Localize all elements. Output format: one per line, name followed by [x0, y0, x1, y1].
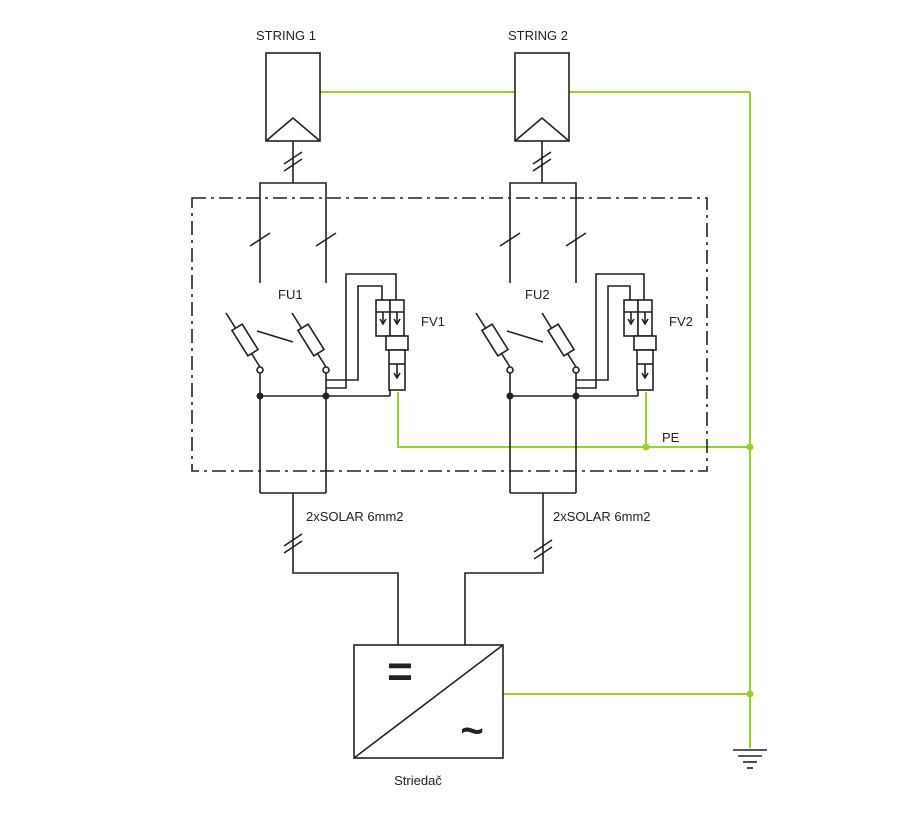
break-mark	[499, 232, 521, 247]
dc-symbol-icon: =	[387, 647, 413, 696]
inverter: = ~ Striedač	[353, 644, 504, 788]
pe-label: PE	[662, 430, 680, 445]
multi-conductor-mark-icon	[532, 151, 552, 172]
string-label: STRING 2	[508, 28, 568, 43]
string-label: STRING 1	[256, 28, 316, 43]
surge-protector-icon	[375, 299, 409, 391]
cable-label: 2xSOLAR 6mm2	[553, 509, 651, 524]
string-1: STRING 1	[256, 28, 327, 200]
surge-protector-label: FV1	[421, 314, 445, 329]
fuse-label: FU1	[278, 287, 303, 302]
multi-conductor-mark-icon	[283, 533, 303, 554]
pe-wire-fv1	[397, 392, 750, 448]
fuse-switch-icon	[541, 312, 580, 374]
surge-protector-icon	[623, 299, 657, 391]
break-mark	[315, 232, 337, 247]
multi-conductor-mark-icon	[533, 539, 553, 560]
pv-module-icon	[265, 52, 321, 142]
ac-symbol-icon: ~	[460, 709, 483, 753]
break-mark	[565, 232, 587, 247]
cable-1: 2xSOLAR 6mm2	[283, 493, 404, 645]
inverter-diagonal	[353, 644, 504, 759]
fuse-switch-icon	[475, 312, 544, 374]
section-1: FU1	[225, 200, 445, 494]
break-mark	[249, 232, 271, 247]
multi-conductor-mark-icon	[283, 151, 303, 172]
surge-protector-label: FV2	[669, 314, 693, 329]
fuse-switch-icon	[291, 312, 330, 374]
ground-icon	[733, 749, 767, 769]
string-2: STRING 2	[508, 28, 577, 200]
fuse-switch-icon	[225, 312, 294, 374]
fuse-label: FU2	[525, 287, 550, 302]
pe-junction	[746, 443, 754, 451]
junction-box-enclosure	[191, 197, 708, 472]
cable-2: 2xSOLAR 6mm2	[464, 493, 651, 645]
pe-junction	[746, 690, 754, 698]
pe-junction	[642, 443, 650, 451]
cable-label: 2xSOLAR 6mm2	[306, 509, 404, 524]
pv-module-icon	[514, 52, 570, 142]
section-2: FU2	[475, 200, 693, 494]
inverter-label: Striedač	[394, 773, 442, 788]
